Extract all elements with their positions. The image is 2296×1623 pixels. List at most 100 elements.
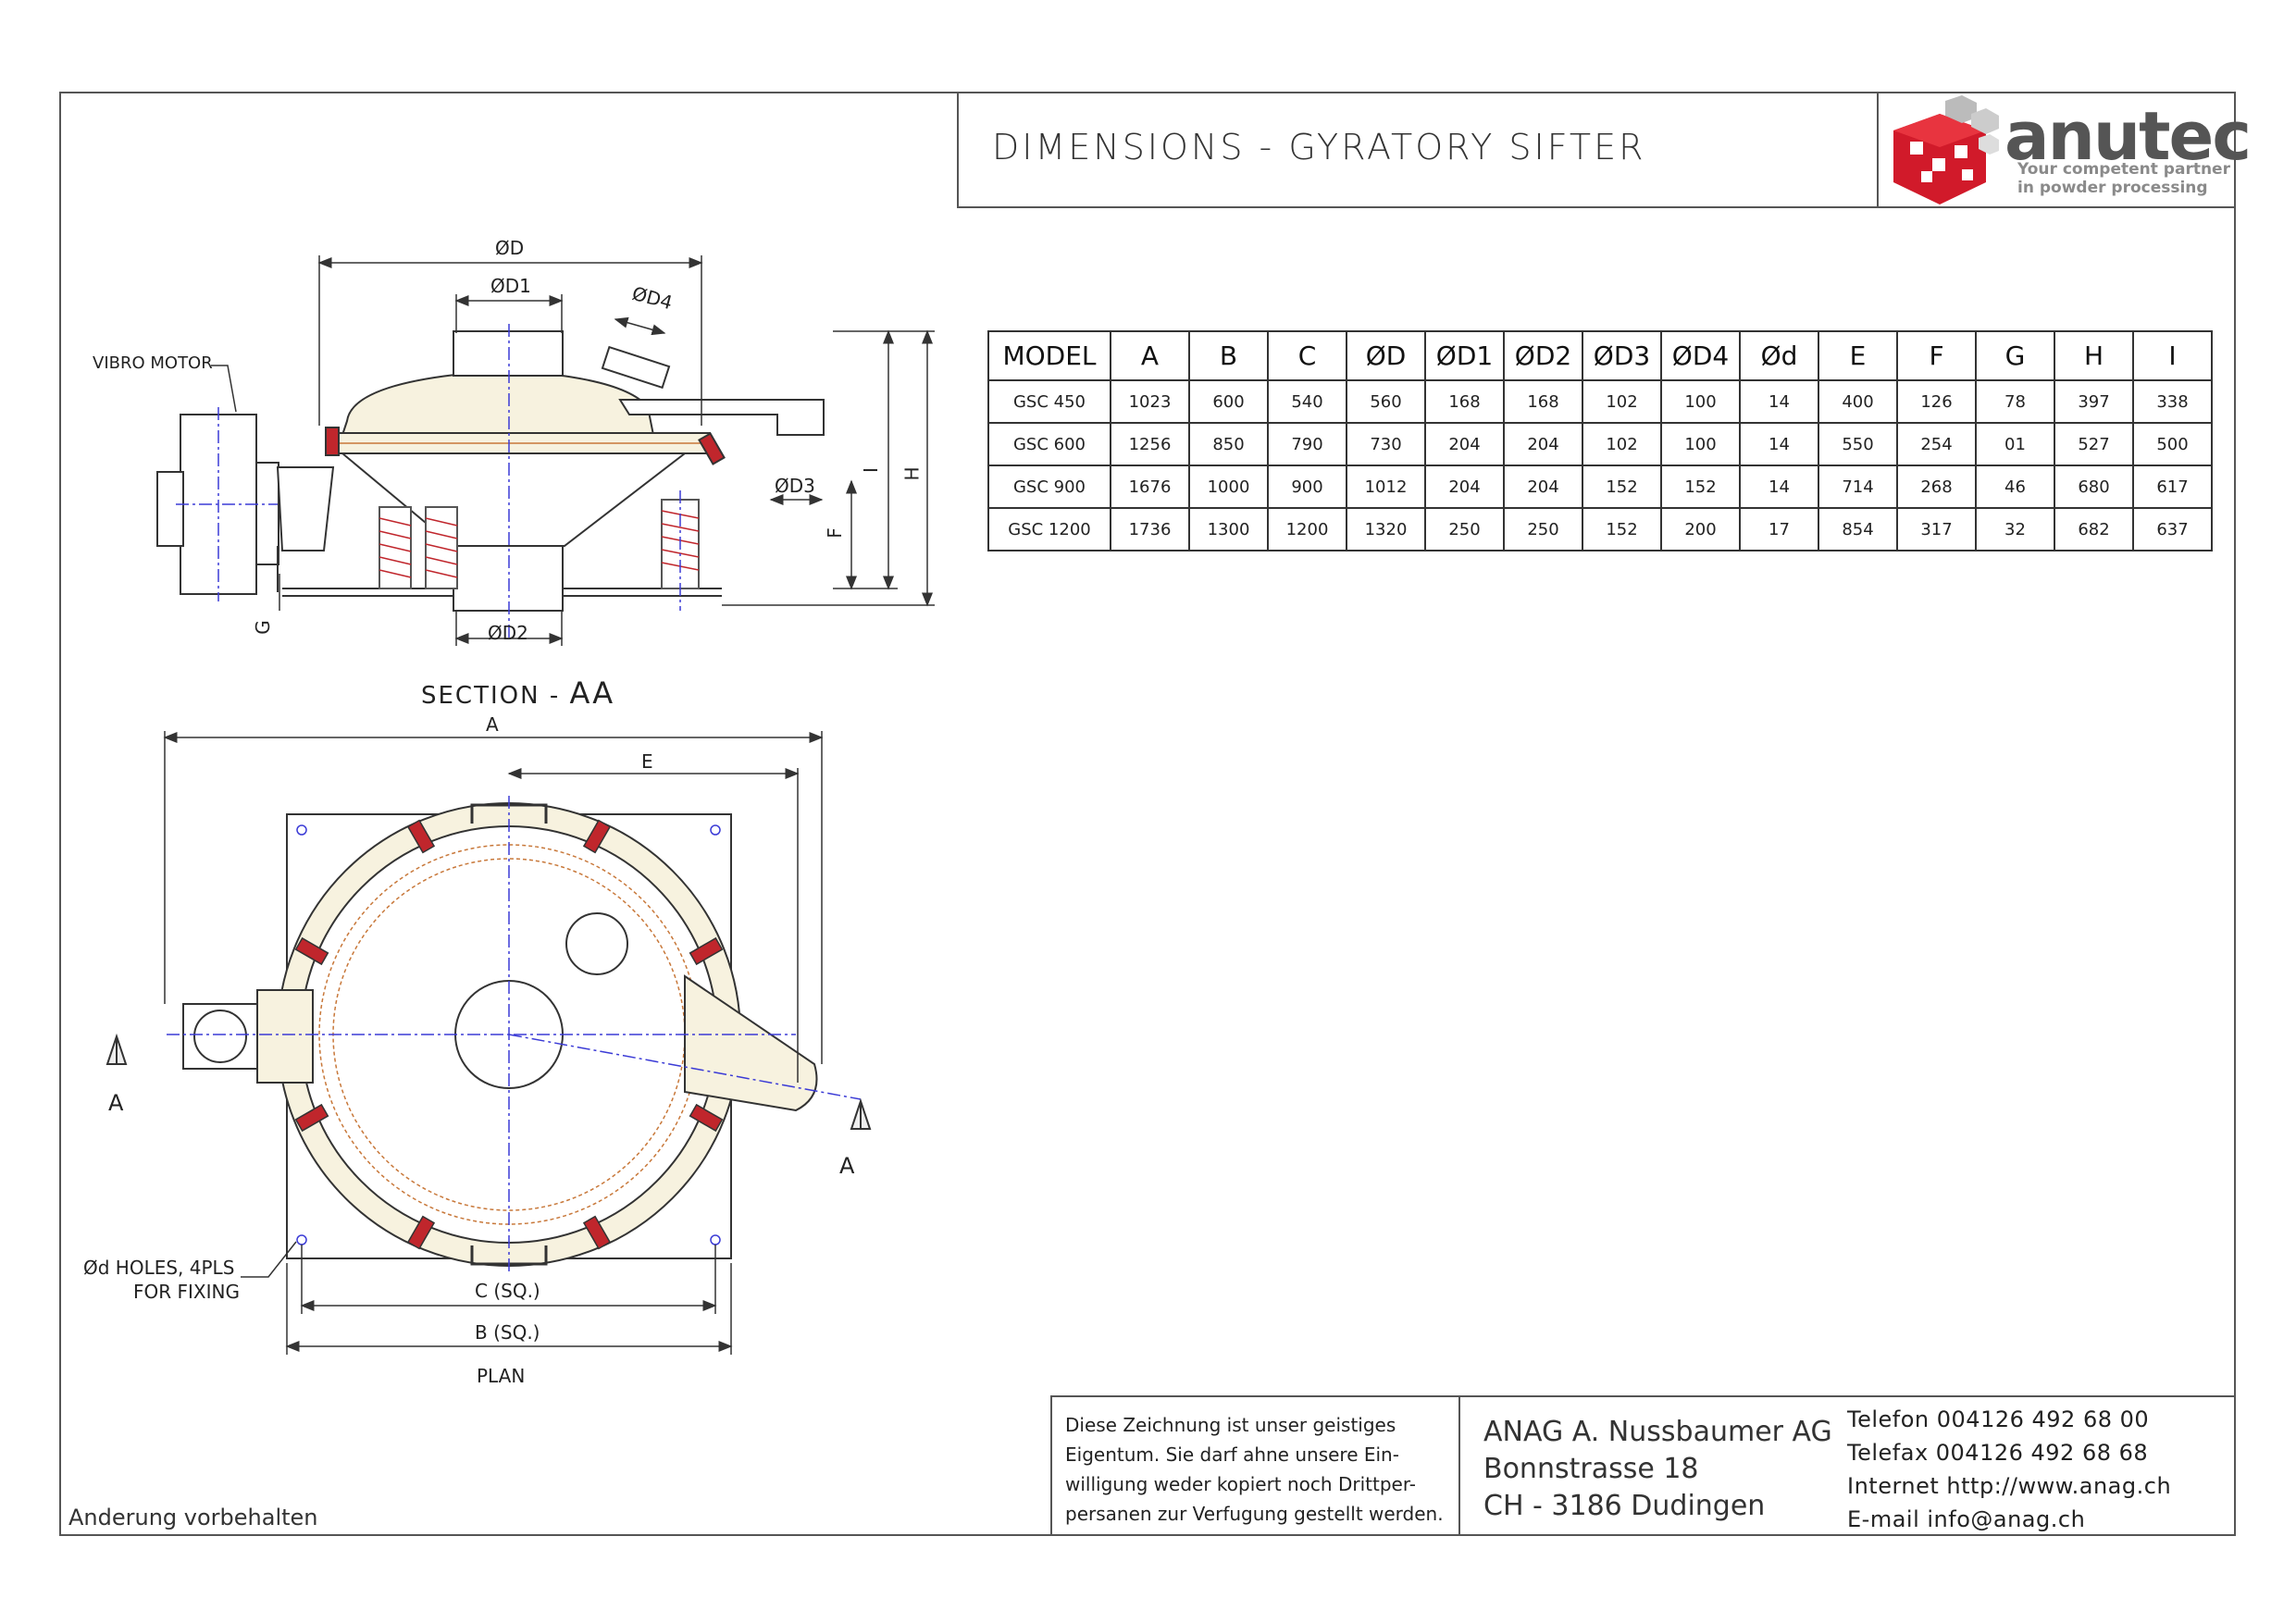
- section-caption-suffix: AA: [569, 675, 615, 711]
- value-cell: 1320: [1346, 507, 1426, 551]
- model-cell: GSC 900: [987, 465, 1111, 509]
- value-cell: 152: [1660, 465, 1741, 509]
- value-cell: 900: [1267, 465, 1347, 509]
- value-cell: 268: [1896, 465, 1977, 509]
- label-dia-d3: ØD3: [775, 475, 815, 497]
- label-dia-d1: ØD1: [490, 275, 531, 297]
- value-cell: 397: [2054, 379, 2134, 424]
- contact-email[interactable]: E-mail info@anag.ch: [1847, 1506, 2086, 1532]
- col-header: ØD2: [1503, 330, 1583, 381]
- page-title: DIMENSIONS - GYRATORY SIFTER: [992, 127, 1646, 167]
- col-header: B: [1188, 330, 1269, 381]
- col-header: ØD1: [1424, 330, 1505, 381]
- label-dim-h: H: [900, 466, 924, 481]
- value-cell: 200: [1660, 507, 1741, 551]
- col-header: ØD4: [1660, 330, 1741, 381]
- value-cell: 1736: [1110, 507, 1190, 551]
- label-holes-line2: FOR FIXING: [133, 1281, 240, 1303]
- value-cell: 617: [2132, 465, 2213, 509]
- label-dim-i: I: [859, 467, 882, 473]
- value-cell: 1256: [1110, 422, 1190, 466]
- label-dia-d: ØD: [495, 237, 525, 259]
- logo-tagline-2: in powder processing: [2017, 179, 2208, 197]
- technical-drawing: [105, 255, 935, 1355]
- section-marker-right: A: [839, 1153, 855, 1179]
- value-cell: 730: [1346, 422, 1426, 466]
- col-header: ØD: [1346, 330, 1426, 381]
- value-cell: 850: [1188, 422, 1269, 466]
- logo-tagline-1: Your competent partner: [2017, 160, 2230, 179]
- footer-block: Diese Zeichnung ist unser geistiges Eige…: [1050, 1395, 2236, 1536]
- label-dim-a: A: [486, 713, 499, 736]
- value-cell: 1676: [1110, 465, 1190, 509]
- value-cell: 338: [2132, 379, 2213, 424]
- section-caption-prefix: SECTION -: [421, 682, 561, 710]
- value-cell: 254: [1896, 422, 1977, 466]
- plan-caption: PLAN: [477, 1365, 526, 1387]
- value-cell: 204: [1503, 465, 1583, 509]
- company-name: ANAG A. Nussbaumer AG: [1483, 1416, 1832, 1448]
- value-cell: 100: [1660, 422, 1741, 466]
- value-cell: 46: [1975, 465, 2055, 509]
- value-cell: 680: [2054, 465, 2134, 509]
- col-header: F: [1896, 330, 1977, 381]
- col-header: Ød: [1739, 330, 1819, 381]
- contact-fax: Telefax 004126 492 68 68: [1847, 1440, 2149, 1466]
- value-cell: 102: [1582, 379, 1662, 424]
- value-cell: 32: [1975, 507, 2055, 551]
- value-cell: 714: [1818, 465, 1898, 509]
- value-cell: 204: [1503, 422, 1583, 466]
- model-cell: GSC 450: [987, 379, 1111, 424]
- col-header: A: [1110, 330, 1190, 381]
- value-cell: 250: [1503, 507, 1583, 551]
- label-dim-b-sq: B (SQ.): [475, 1321, 540, 1344]
- footer-divider: [1458, 1397, 1460, 1536]
- value-cell: 600: [1188, 379, 1269, 424]
- logo-cubes-icon: [1893, 95, 1999, 204]
- value-cell: 1300: [1188, 507, 1269, 551]
- section-marker-left: A: [108, 1090, 124, 1116]
- value-cell: 01: [1975, 422, 2055, 466]
- value-cell: 1200: [1267, 507, 1347, 551]
- col-header: C: [1267, 330, 1347, 381]
- value-cell: 250: [1424, 507, 1505, 551]
- col-header: I: [2132, 330, 2213, 381]
- value-cell: 1023: [1110, 379, 1190, 424]
- company-city: CH - 3186 Dudingen: [1483, 1490, 1766, 1522]
- section-aa-view: [156, 255, 935, 646]
- section-caption: SECTION - AA: [421, 675, 614, 711]
- value-cell: 637: [2132, 507, 2213, 551]
- contact-web[interactable]: Internet http://www.anag.ch: [1847, 1473, 2172, 1499]
- value-cell: 78: [1975, 379, 2055, 424]
- legal-line: Diese Zeichnung ist unser geistiges: [1065, 1414, 1396, 1436]
- value-cell: 204: [1424, 422, 1505, 466]
- legal-line: persanen zur Verfugung gestellt werden.: [1065, 1503, 1444, 1525]
- value-cell: 540: [1267, 379, 1347, 424]
- value-cell: 152: [1582, 507, 1662, 551]
- value-cell: 560: [1346, 379, 1426, 424]
- drawing-frame: [59, 92, 2236, 1536]
- value-cell: 14: [1739, 379, 1819, 424]
- value-cell: 126: [1896, 379, 1977, 424]
- value-cell: 1000: [1188, 465, 1269, 509]
- value-cell: 100: [1660, 379, 1741, 424]
- label-dim-g: G: [251, 620, 274, 635]
- label-holes-line1: Ød HOLES, 4PLS: [83, 1257, 235, 1279]
- inlet-pipe: [453, 330, 564, 377]
- col-header: ØD3: [1582, 330, 1662, 381]
- value-cell: 527: [2054, 422, 2134, 466]
- label-dim-c-sq: C (SQ.): [475, 1280, 540, 1302]
- model-cell: GSC 600: [987, 422, 1111, 466]
- value-cell: 168: [1503, 379, 1583, 424]
- value-cell: 14: [1739, 465, 1819, 509]
- value-cell: 168: [1424, 379, 1505, 424]
- value-cell: 317: [1896, 507, 1977, 551]
- value-cell: 17: [1739, 507, 1819, 551]
- title-block: DIMENSIONS - GYRATORY SIFTER: [957, 92, 1878, 208]
- value-cell: 854: [1818, 507, 1898, 551]
- value-cell: 500: [2132, 422, 2213, 466]
